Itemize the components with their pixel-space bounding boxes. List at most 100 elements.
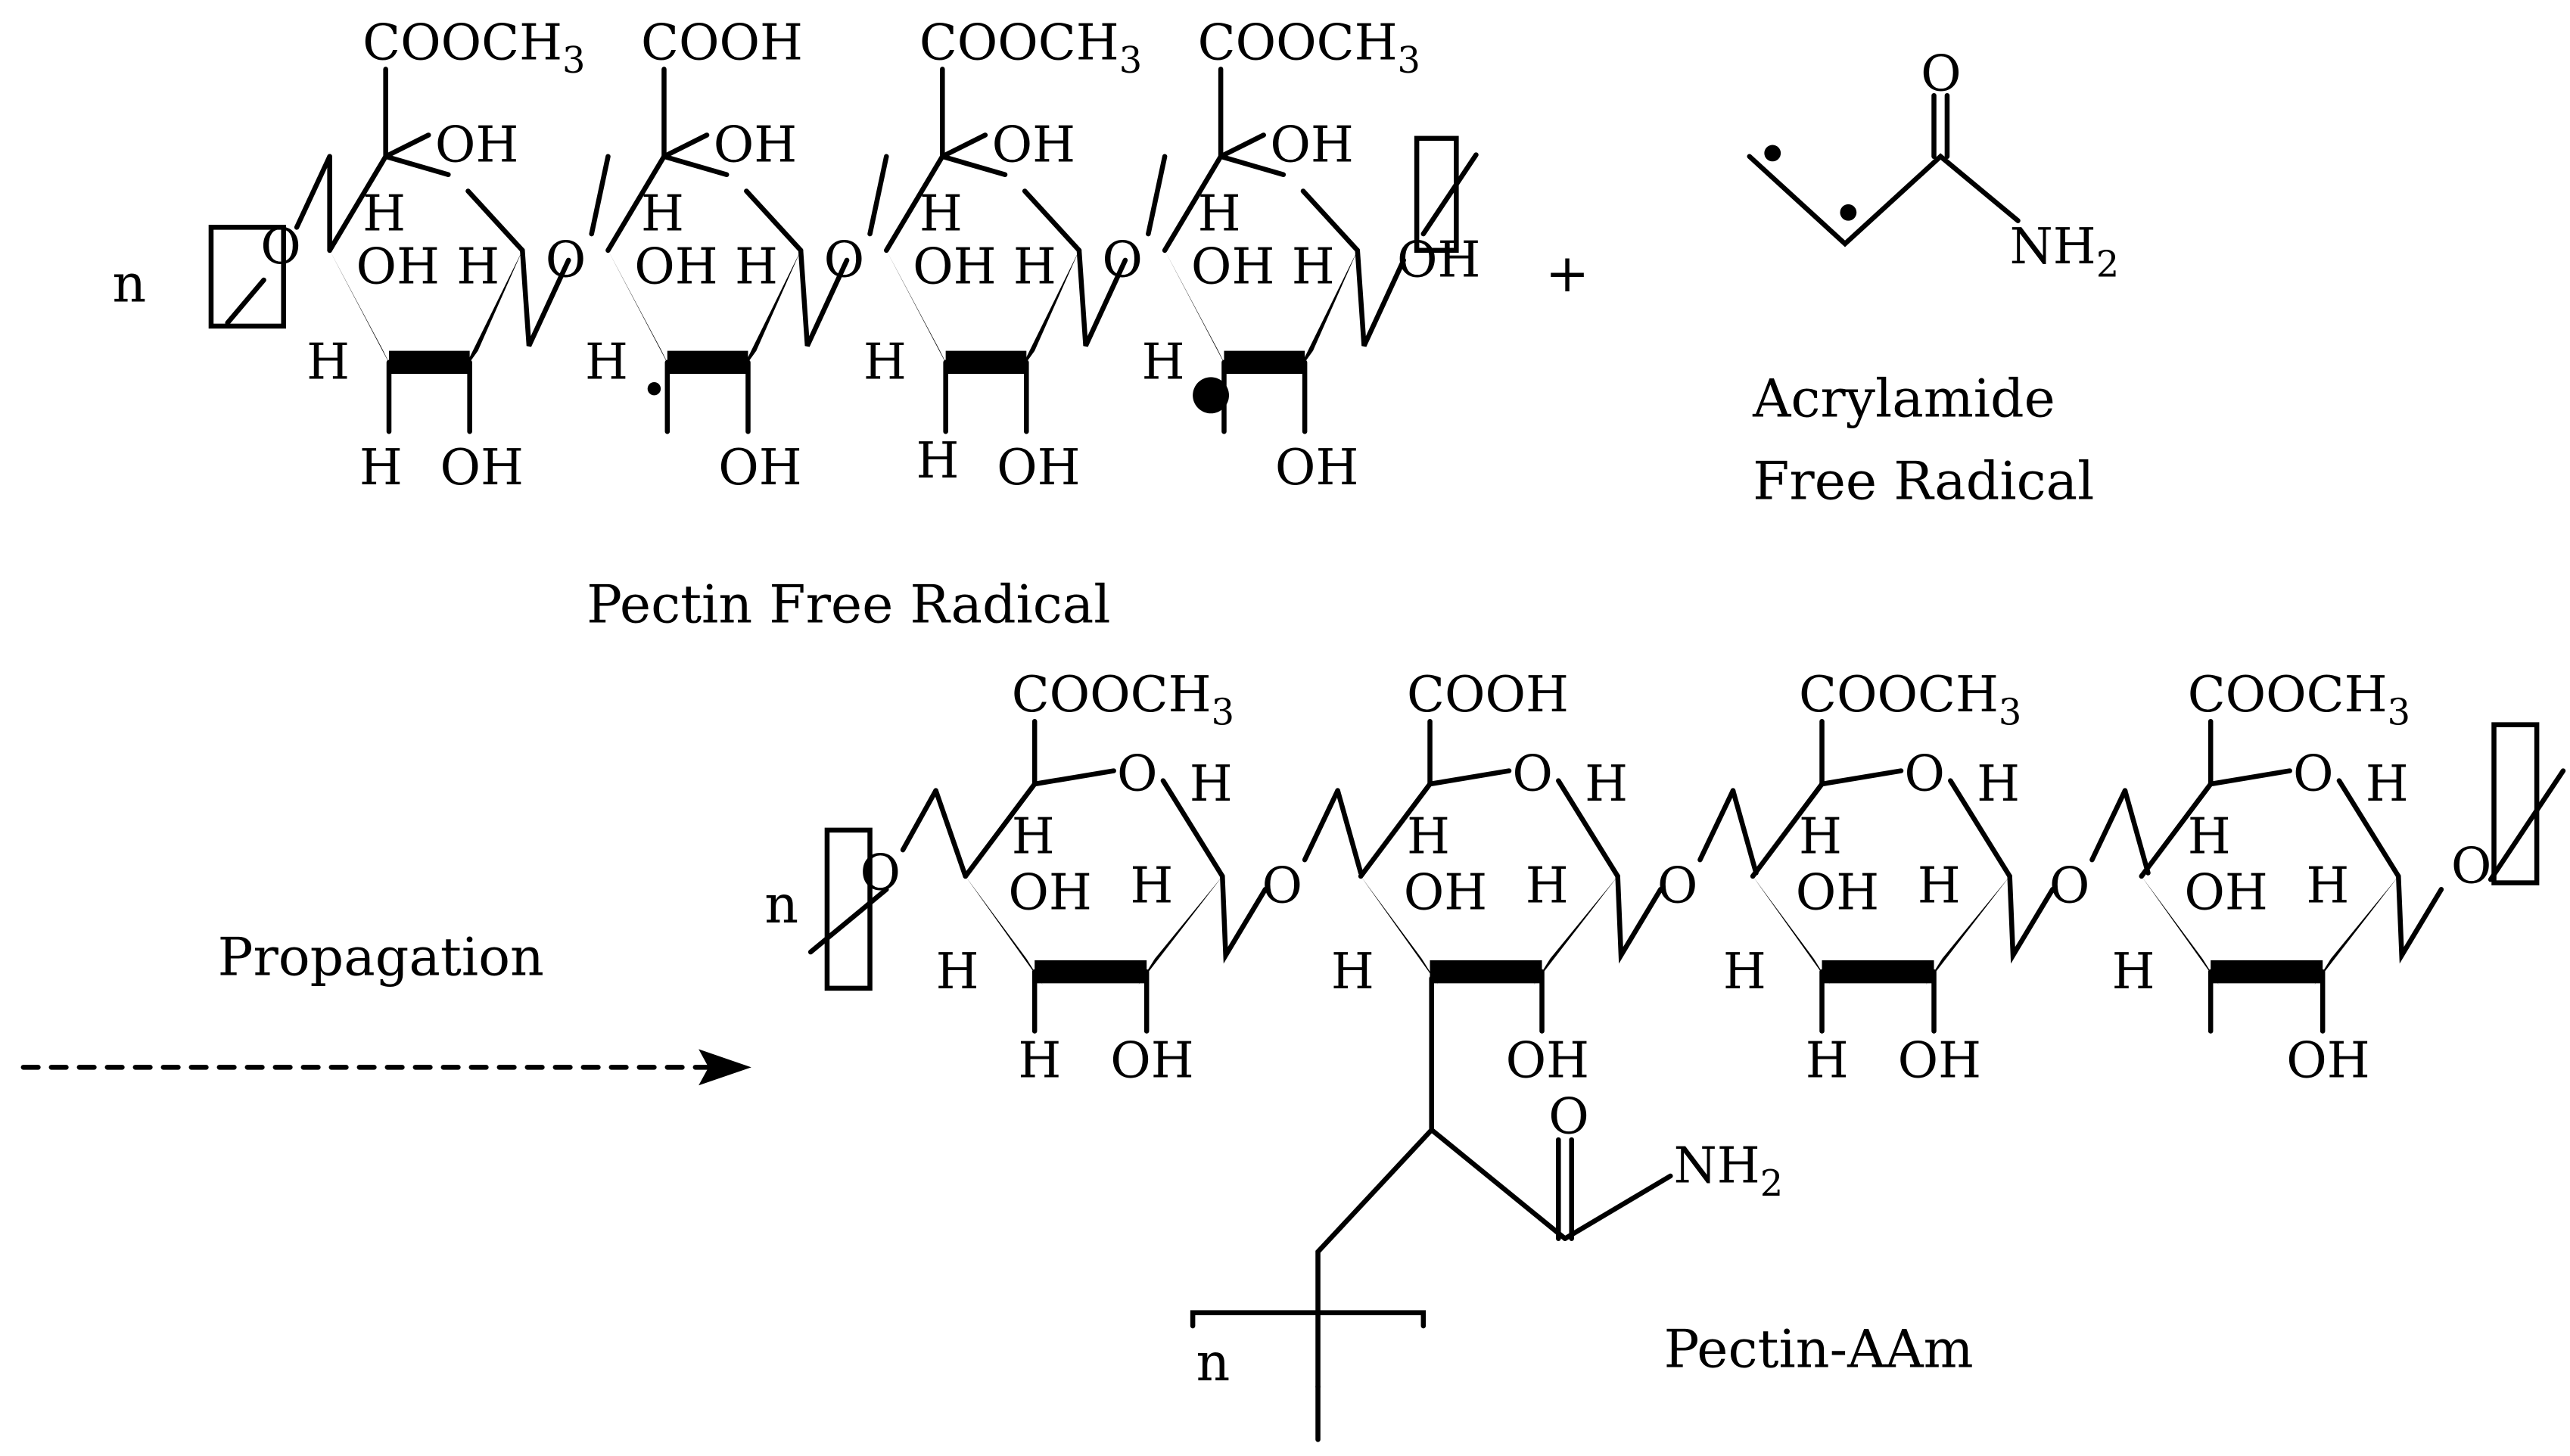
product-left-end-bond <box>807 887 889 955</box>
ring-bond <box>963 781 1038 879</box>
propagation-label: Propagation <box>218 926 544 988</box>
wedge-bond-bold <box>945 350 1027 375</box>
oh-label: OH <box>1796 863 1879 921</box>
product-caption: Pectin-AAm <box>1664 1318 1974 1380</box>
pectin-repeat-n: n <box>112 253 146 314</box>
h-label: H <box>1799 807 1842 865</box>
h-label: H <box>1198 185 1241 243</box>
ring-bond <box>1750 781 1825 879</box>
ring-bond <box>2139 781 2214 879</box>
acrylamide-radical-dot-1 <box>1764 145 1781 162</box>
glycosidic-bond <box>1615 873 1663 964</box>
ring-bond <box>2336 778 2401 879</box>
glycosidic-bond <box>2122 788 2151 876</box>
h-label: H <box>2112 943 2155 1000</box>
pectin-left-bracket <box>208 225 286 329</box>
graft-backbone <box>1315 1127 1434 1389</box>
h-label: H <box>1012 807 1055 865</box>
ring-bond <box>2208 768 2292 787</box>
glycosidic-bond <box>1697 788 1736 863</box>
wedge-bond <box>1533 876 1618 985</box>
graft-amide-bond <box>1562 1173 1673 1241</box>
h-label: H <box>359 439 403 496</box>
oh-label: OH <box>718 439 801 496</box>
oh-label: OH <box>992 116 1075 173</box>
glycosidic-o: O <box>2451 838 2492 895</box>
ring-bond <box>744 188 804 254</box>
graft-repeat-n: n <box>1196 1332 1230 1393</box>
oh-label: OH <box>356 238 439 295</box>
glycosidic-bond <box>1335 788 1364 876</box>
wedge-bond-bold <box>1035 960 1147 984</box>
graft-to-carbonyl <box>1429 1127 1568 1241</box>
glycosidic-o: O <box>1102 232 1143 289</box>
wedge-bond <box>1753 876 1831 985</box>
oh-label: OH <box>1275 439 1358 496</box>
ring-o: O <box>1904 745 1945 803</box>
carboxyl-label: COOCH3 <box>2188 666 2410 733</box>
oh-label: OH <box>435 116 518 173</box>
plus-sign: + <box>1545 243 1589 304</box>
oh-bond <box>1218 132 1266 160</box>
ring-o: O <box>1117 745 1158 803</box>
ring-bond <box>1819 768 1904 787</box>
graft-amine: NH2 <box>1674 1137 1784 1205</box>
carboxyl-label: COOH <box>1407 666 1569 723</box>
wedge-bond-bold <box>1224 350 1305 375</box>
oh-label: OH <box>1397 232 1480 289</box>
pectin-caption: Pectin Free Radical <box>586 574 1110 636</box>
wedge-bond-bold <box>1430 960 1542 984</box>
oh-label: OH <box>1270 116 1353 173</box>
h-label: H <box>641 185 684 243</box>
h-label: H <box>1292 238 1335 295</box>
product-repeat-n: n <box>764 874 798 935</box>
pectin-radical-dot-small <box>647 381 661 396</box>
glycosidic-bond <box>900 788 938 853</box>
wedge-bond <box>1361 876 1439 985</box>
pectin-end-bond <box>1420 152 1479 237</box>
oh-label: OH <box>440 439 523 496</box>
glycosidic-bond <box>867 154 889 237</box>
glycosidic-bond <box>1146 154 1168 237</box>
carboxyl-label: COOCH3 <box>1799 666 2021 733</box>
wedge-bond <box>461 250 523 375</box>
wedge-bond <box>2314 876 2399 985</box>
h-label: H <box>735 238 778 295</box>
wedge-bond <box>1018 250 1079 375</box>
wedge-bond <box>1925 876 2010 985</box>
h-label: H <box>1977 755 2020 813</box>
glycosidic-bond <box>2007 873 2055 964</box>
h-label: H <box>1331 943 1374 1000</box>
h-label: H <box>1723 943 1766 1000</box>
product-right-end-bond <box>2488 768 2566 882</box>
h-label: H <box>1526 857 1569 915</box>
h-label: H <box>863 334 907 391</box>
oh-label: OH <box>1898 1031 1981 1089</box>
carboxyl-label: COOCH3 <box>1198 14 1420 81</box>
h-label: H <box>2366 755 2409 813</box>
glycosidic-o: O <box>2049 857 2090 915</box>
ring-bond <box>1358 781 1433 879</box>
ring-o: O <box>2293 745 2334 803</box>
acrylamide-free-radical: O NH2 Acrylamide Free Radical <box>1747 45 2119 512</box>
pectin-right-bracket <box>1414 135 1459 254</box>
glycosidic-bond <box>1076 247 1128 347</box>
glycosidic-bond <box>2089 788 2128 863</box>
carboxyl-label: COOCH3 <box>1012 666 1234 733</box>
oh-label: OH <box>997 439 1080 496</box>
h-label: H <box>1018 1031 1061 1089</box>
acrylamide-caption-line2: Free Radical <box>1753 450 2094 512</box>
product-left-bracket <box>824 827 873 991</box>
glycosidic-o: O <box>1262 857 1303 915</box>
acrylamide-carbonyl-o: O <box>1921 45 1962 103</box>
h-label: H <box>1918 857 1961 915</box>
h-label: H <box>1190 755 1233 813</box>
wedge-bond-bold <box>389 350 470 375</box>
grafted-polyacrylamide: O NH2 n <box>1190 975 1784 1442</box>
oh-label: OH <box>913 238 996 295</box>
